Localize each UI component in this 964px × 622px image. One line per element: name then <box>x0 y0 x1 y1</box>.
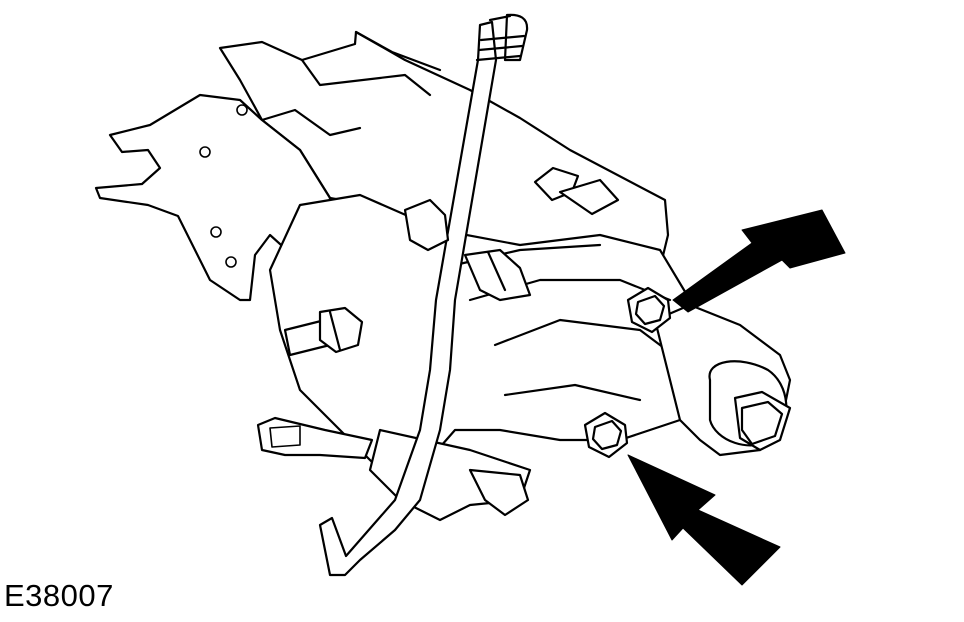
arrow-lower-nut <box>627 454 781 586</box>
mounting-bracket-left <box>94 93 332 302</box>
upper-nut <box>626 286 672 334</box>
lower-nut <box>583 411 629 459</box>
steering-shaft <box>653 303 792 457</box>
side-bolt <box>283 306 364 357</box>
arrow-upper-nut <box>672 209 846 313</box>
figure-reference-id: E38007 <box>4 578 114 613</box>
lever-rod <box>318 13 529 577</box>
